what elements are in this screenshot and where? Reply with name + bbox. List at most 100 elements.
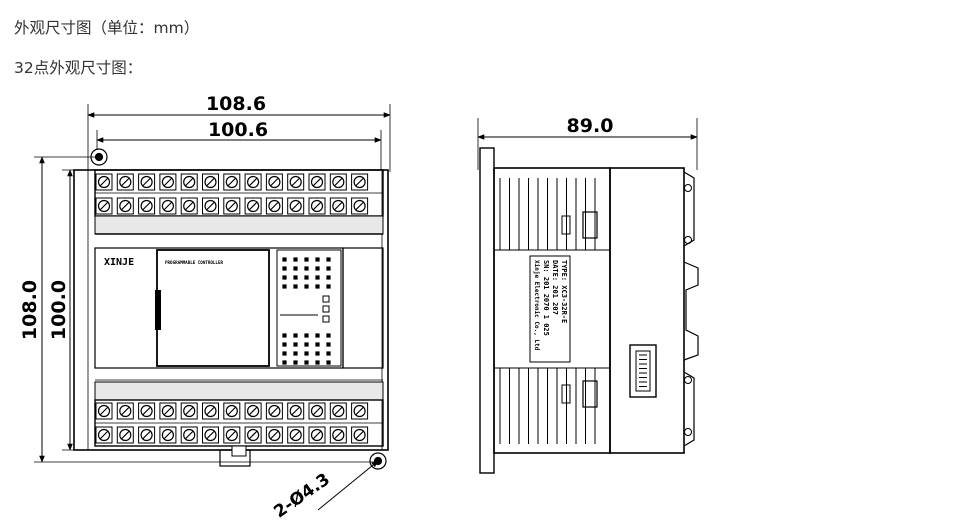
terminal-screw (244, 426, 262, 444)
terminal-screw (223, 426, 241, 444)
status-led (322, 295, 330, 303)
terminal-screw (159, 402, 177, 420)
terminal-screw (351, 426, 369, 444)
led-dot (304, 360, 309, 365)
inner-height-label: 100.0 (48, 280, 70, 340)
led-dot (304, 351, 309, 356)
terminal-screw (287, 197, 305, 215)
terminal-screw (202, 173, 219, 191)
terminal-screw (223, 402, 241, 420)
led-dot (304, 257, 309, 262)
terminal-screw (308, 173, 326, 191)
status-led (322, 315, 330, 323)
led-dot (326, 275, 331, 280)
side-view (477, 118, 699, 474)
terminal-screw (116, 402, 134, 420)
terminal-screw (351, 173, 369, 191)
led-dot (282, 333, 287, 338)
terminal-screw (202, 197, 219, 215)
terminal-screw (287, 402, 305, 420)
terminal-screw (138, 402, 156, 420)
led-dot (315, 342, 320, 347)
outer-width-label: 108.6 (206, 93, 266, 115)
label-serial: SN: 201 2070 1 025 (542, 260, 550, 336)
terminal-screw (244, 402, 262, 420)
panel-cover (156, 249, 270, 367)
led-dot (315, 275, 320, 280)
terminal-screw (180, 173, 198, 191)
depth-label: 89.0 (567, 115, 614, 137)
terminal-screw (308, 197, 326, 215)
led-dot (315, 360, 320, 365)
led-dot (282, 257, 287, 262)
terminal-screw (159, 173, 177, 191)
terminal-screw (95, 426, 113, 444)
terminal-screw (180, 197, 198, 215)
terminal-screw (202, 426, 219, 444)
height-dimensions (34, 156, 380, 463)
terminal-screw (265, 426, 283, 444)
led-dot (315, 266, 320, 271)
led-dot (282, 360, 287, 365)
side-cover-right (609, 167, 685, 454)
led-dot (282, 266, 287, 271)
terminal-screw (116, 173, 134, 191)
front-view (34, 104, 391, 511)
width-dimensions (87, 104, 391, 172)
led-dot (315, 351, 320, 356)
comm-port (629, 344, 657, 398)
terminal-screw (308, 426, 326, 444)
led-dot (326, 284, 331, 289)
outer-height-label: 108.0 (19, 280, 41, 340)
brand-logo: XINJE (104, 257, 134, 268)
terminal-screw (95, 402, 113, 420)
led-dot (326, 333, 331, 338)
rating-text: TYPE: XC3-32R-E DATE: 201 207 SN: 201 20… (533, 260, 568, 351)
bottom-terminal-screws (95, 402, 369, 444)
rating-label (529, 255, 571, 363)
led-dot (315, 284, 320, 289)
led-dot (315, 257, 320, 262)
led-dot (304, 333, 309, 338)
terminal-screw (287, 426, 305, 444)
led-dot (304, 275, 309, 280)
terminal-screw (351, 402, 369, 420)
terminal-screw (265, 402, 283, 420)
terminal-screw (138, 173, 156, 191)
led-dot (293, 275, 298, 280)
led-dot (315, 333, 320, 338)
mounting-hole-top (90, 148, 108, 166)
led-dot (282, 351, 287, 356)
terminal-screw (180, 402, 198, 420)
terminal-screw (329, 402, 347, 420)
inner-width-label: 100.6 (208, 119, 268, 141)
led-dot (293, 342, 298, 347)
terminal-screw (138, 197, 156, 215)
terminal-screw (287, 173, 305, 191)
hole-diameter-label: 2-Ø4.3 (270, 470, 333, 523)
mounting-hole-bottom (369, 452, 387, 470)
subsection-title: 32点外观尺寸图： (14, 59, 143, 77)
terminal-screw (180, 426, 198, 444)
terminal-screw (223, 173, 241, 191)
terminal-screw (265, 197, 283, 215)
terminal-screw (223, 197, 241, 215)
led-dot (304, 284, 309, 289)
led-dot (304, 266, 309, 271)
led-dot (304, 342, 309, 347)
led-dot (293, 257, 298, 262)
led-dot (293, 360, 298, 365)
terminal-screw (159, 197, 177, 215)
terminal-screw (265, 173, 283, 191)
section-title: 外观尺寸图（单位：mm） (14, 19, 200, 37)
terminal-screw (159, 426, 177, 444)
led-area (276, 249, 342, 367)
led-dot (326, 342, 331, 347)
terminal-screw (329, 173, 347, 191)
led-dot (326, 266, 331, 271)
led-dot (293, 266, 298, 271)
led-indicators (280, 257, 331, 365)
terminal-screw (308, 402, 326, 420)
terminal-screw (244, 173, 262, 191)
